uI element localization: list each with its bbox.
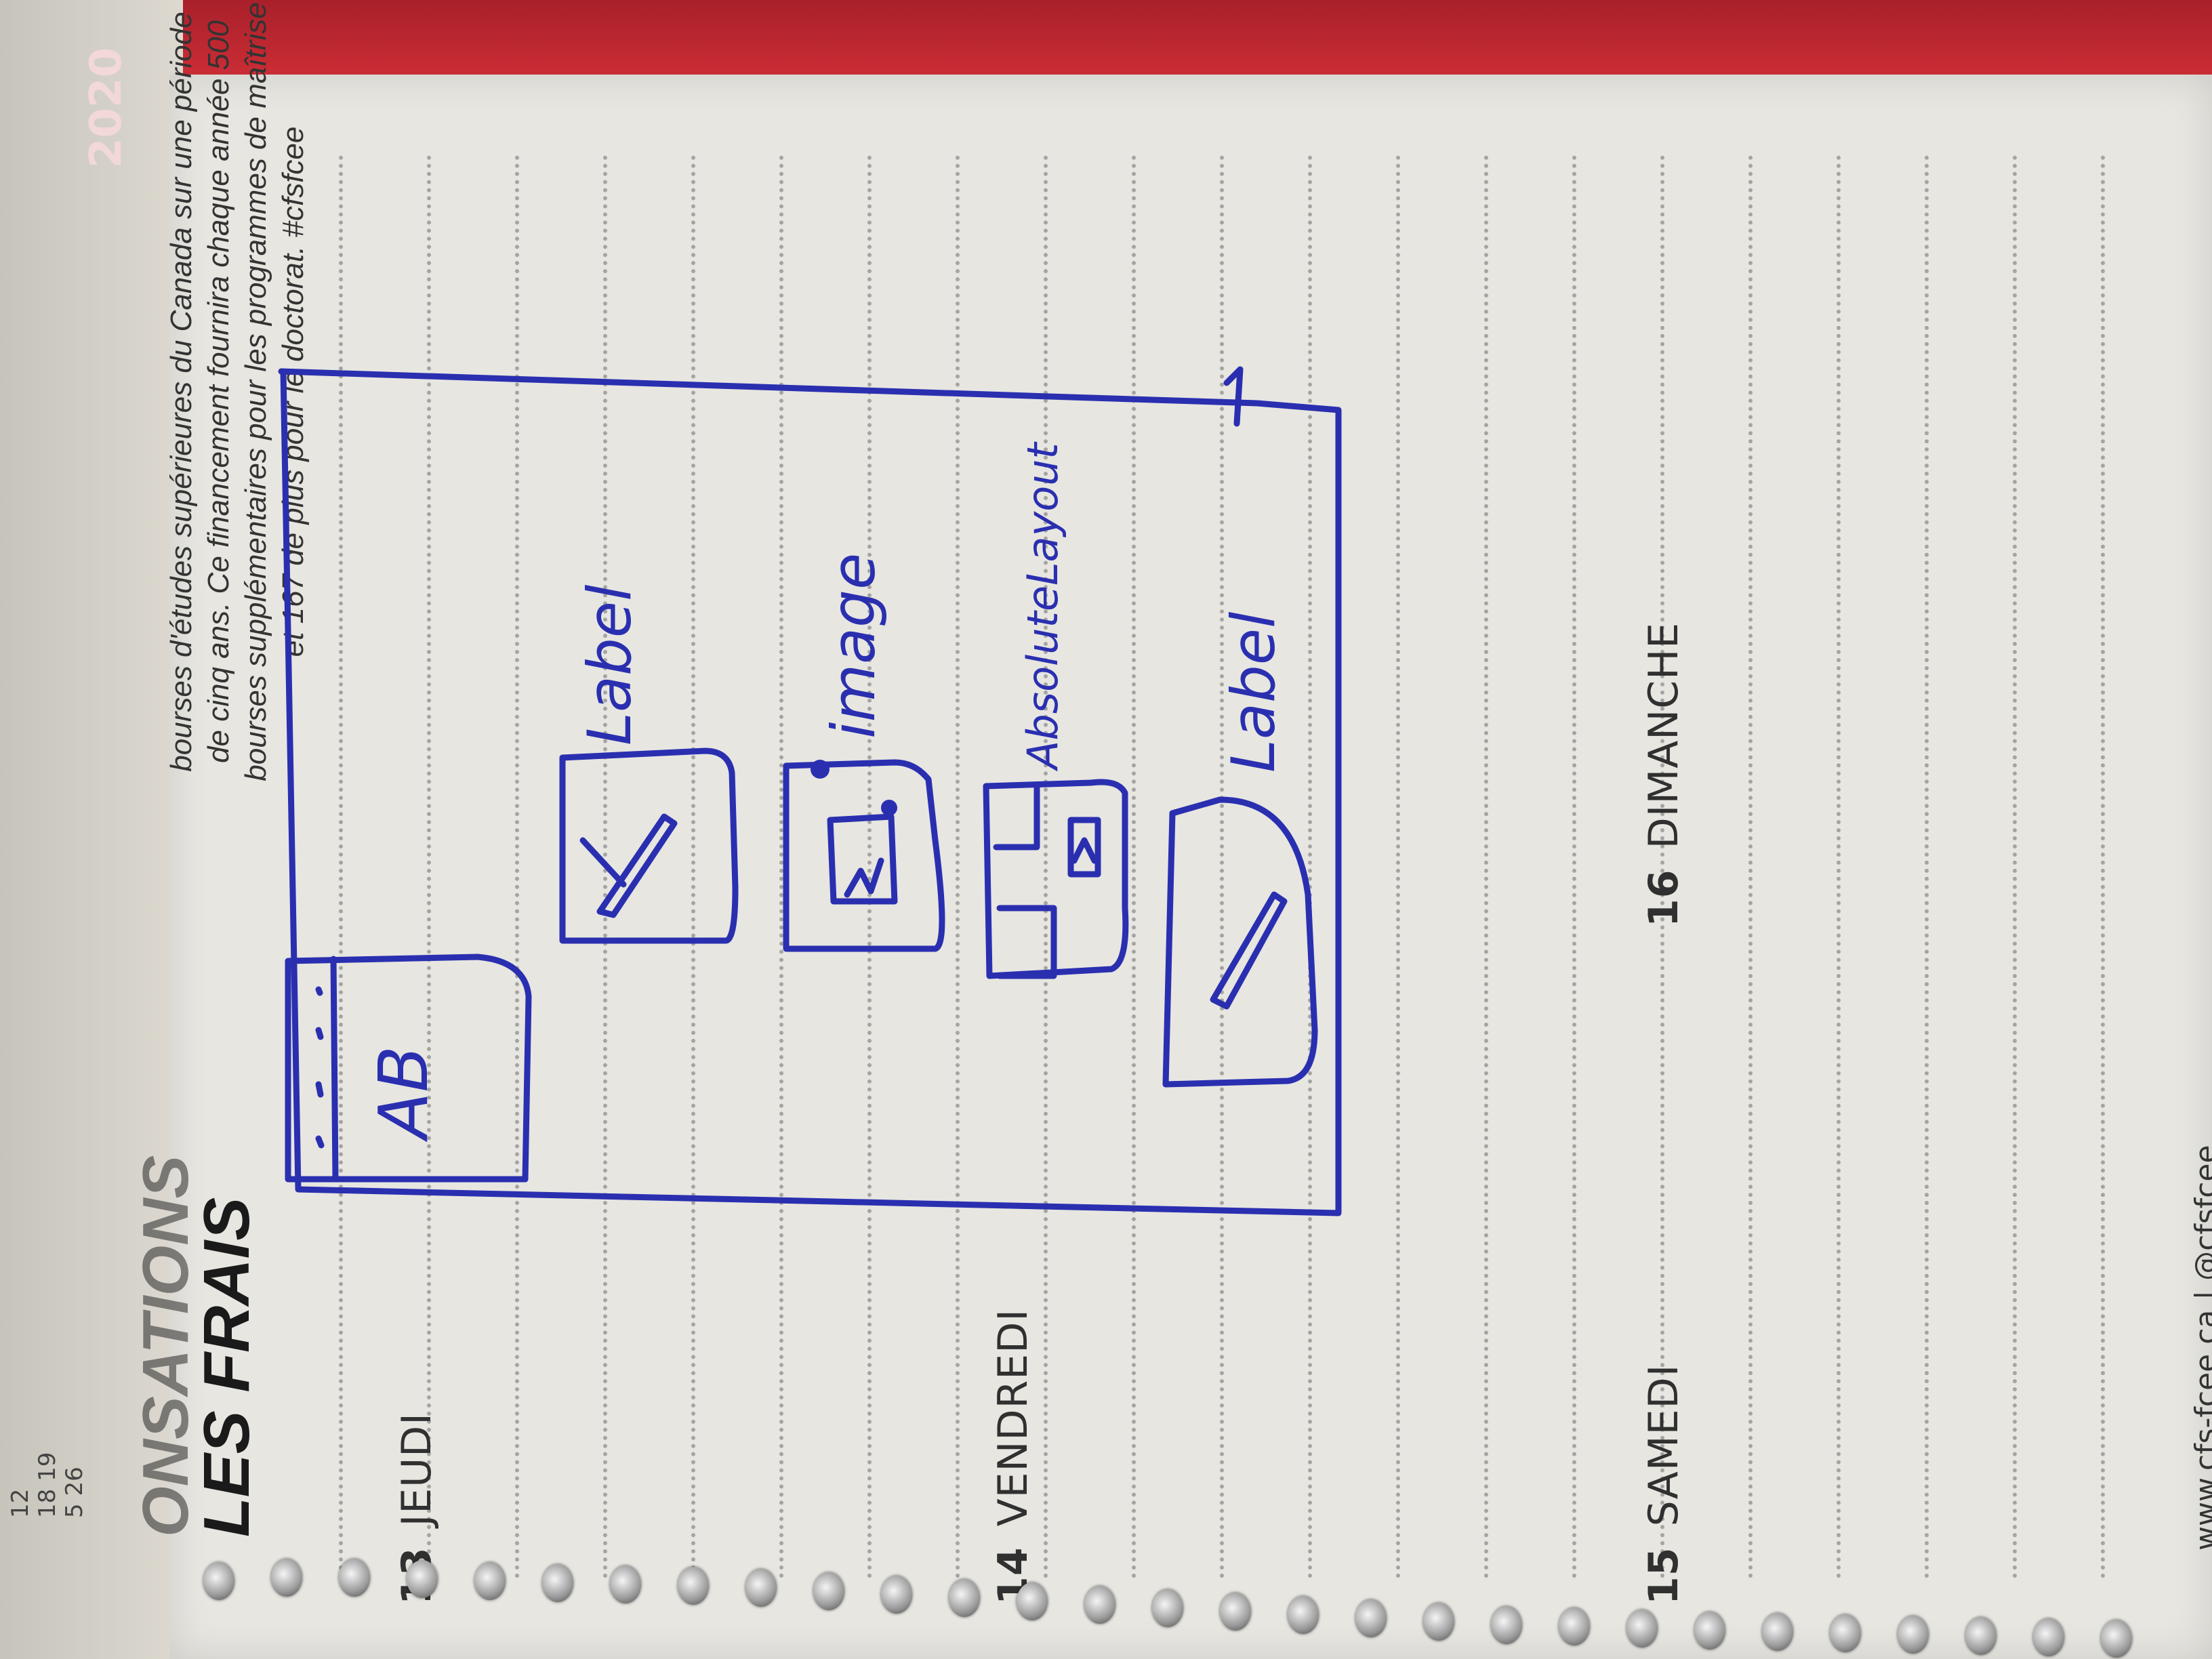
label-1: Label — [575, 584, 644, 745]
header-box — [285, 954, 532, 1183]
absolute-inner-rects — [993, 783, 1101, 979]
ab-label: AB — [364, 1046, 443, 1143]
label-2: Label — [1218, 611, 1288, 773]
pencil-icon-2 — [1210, 891, 1288, 1010]
image-label: image — [819, 553, 888, 739]
image-tile-2 — [783, 759, 945, 952]
mini-calendar: 12 18 19 5 26 — [7, 1452, 88, 1518]
planner-left-margin — [0, 0, 183, 1659]
absolute-layout-tile — [983, 779, 1129, 979]
image-tile-3 — [1162, 796, 1318, 1088]
header-box-dots — [315, 986, 325, 1149]
planner-page — [169, 75, 2212, 1659]
pencil-icon — [579, 813, 678, 918]
image-dot-2 — [881, 800, 897, 816]
image-dot — [811, 760, 830, 779]
frame-corner-mark — [1223, 366, 1244, 427]
image-tile-1 — [559, 747, 739, 944]
image-icon — [827, 813, 898, 905]
header-box-bar — [330, 956, 339, 1183]
outer-frame — [278, 368, 1342, 1216]
absolute-layout-label: AbsoluteLayout — [1018, 441, 1067, 772]
